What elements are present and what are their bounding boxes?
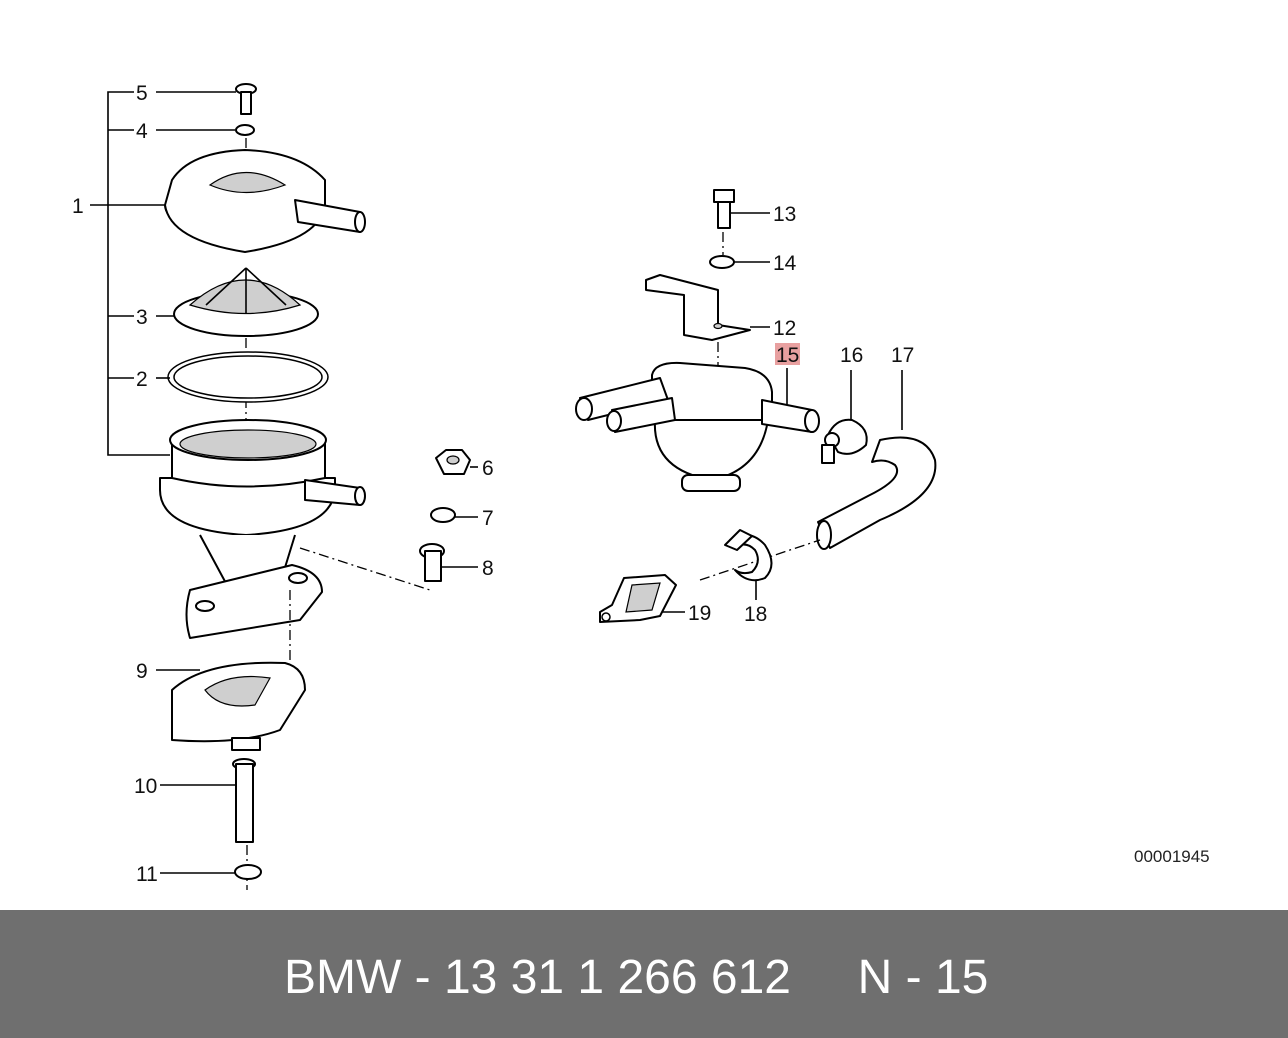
o-ring-part — [156, 351, 329, 403]
right-assembly — [575, 189, 937, 623]
callout-7: 7 — [482, 507, 494, 530]
callout-9: 9 — [136, 660, 148, 683]
stud-part — [160, 758, 256, 843]
callout-5: 5 — [136, 82, 148, 105]
callout-18: 18 — [744, 603, 767, 626]
callout-17: 17 — [891, 344, 914, 367]
nut-part — [435, 449, 478, 475]
callout-6: 6 — [482, 457, 494, 480]
mounting-bracket-part — [645, 274, 770, 341]
screw-part — [156, 83, 257, 115]
callout-2: 2 — [136, 368, 148, 391]
bolt-part — [713, 189, 770, 229]
callout-4: 4 — [136, 120, 148, 143]
callout-3: 3 — [136, 306, 148, 329]
callout-8: 8 — [482, 557, 494, 580]
callout-10: 10 — [134, 775, 157, 798]
lock-washer-part — [160, 864, 262, 880]
callout-13: 13 — [773, 203, 796, 226]
parts-diagram: 5 4 1 3 2 6 7 8 9 10 11 13 14 12 15 16 1… — [72, 82, 937, 890]
callout-14: 14 — [773, 252, 797, 275]
valve-body-part — [575, 361, 820, 492]
diaphragm-part — [156, 267, 319, 337]
hose-clamp-part — [821, 370, 868, 464]
hose-holder-part — [599, 574, 685, 623]
callout-16: 16 — [840, 344, 863, 367]
spring-washer-part — [430, 507, 478, 523]
spacer-flange-part — [156, 661, 306, 751]
diagram-reference-code: 00001945 — [1134, 847, 1210, 866]
callout-labels: 5 4 1 3 2 6 7 8 9 10 11 13 14 12 15 16 1… — [72, 82, 914, 886]
callout-15: 15 — [776, 344, 799, 367]
callout-15-highlight — [775, 343, 800, 365]
pump-body-part — [159, 419, 366, 639]
callout-12: 12 — [773, 317, 796, 340]
toothed-washer-part — [709, 255, 770, 269]
callout-19: 19 — [688, 602, 711, 625]
footer-bar — [0, 910, 1288, 1038]
left-assembly — [90, 83, 478, 890]
sleeve-part — [419, 543, 478, 582]
fuel-hose-part — [816, 370, 937, 550]
part-number-caption: BMW - 13 31 1 266 612 N - 15 — [284, 951, 989, 1004]
callout-11: 11 — [136, 863, 158, 886]
pump-cover-part — [90, 149, 366, 253]
callout-1: 1 — [72, 195, 84, 218]
washer-part — [156, 124, 255, 136]
spring-clip-part — [724, 529, 773, 600]
